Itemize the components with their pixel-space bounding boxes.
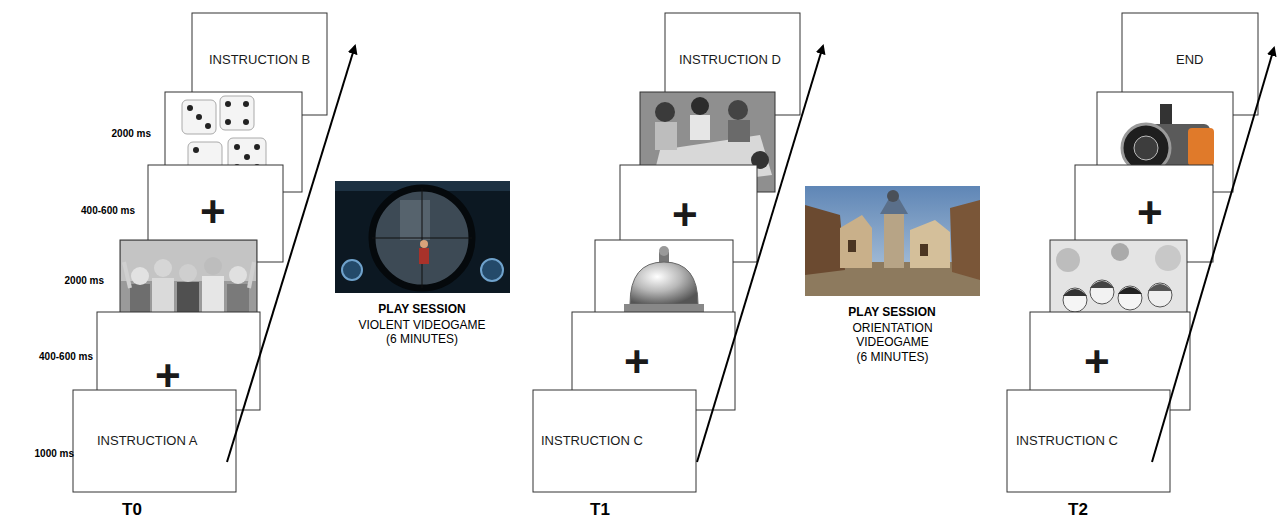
slide-frame: [533, 390, 696, 492]
fixation-cross: +: [624, 340, 650, 384]
time-axis-arrow: [697, 46, 823, 462]
session-title: PLAY SESSION: [822, 305, 962, 319]
time-point-label: T2: [1058, 500, 1098, 520]
time-point-label: T1: [580, 500, 620, 520]
slide-box: +: [97, 312, 260, 410]
fixation-cross: +: [1084, 340, 1110, 384]
slide-text: INSTRUCTION C: [541, 434, 643, 449]
slide-frame: [1007, 390, 1170, 492]
timing-label: 400-600 ms: [13, 351, 93, 363]
timing-label: 1000 ms: [4, 448, 74, 460]
slide-text: INSTRUCTION D: [679, 53, 781, 68]
slide-box: +: [620, 165, 757, 262]
violent-game-screenshot: [335, 181, 510, 293]
slide-text: INSTRUCTION C: [1016, 434, 1118, 449]
time-point-label: T0: [112, 500, 152, 520]
slide-text: END: [1176, 53, 1203, 68]
fixation-cross: +: [1137, 191, 1163, 235]
session-description: ORIENTATION VIDEOGAME (6 MINUTES): [850, 321, 935, 364]
slide-box: +: [148, 165, 283, 262]
orientation-game-screenshot: [805, 186, 980, 296]
slide-box: INSTRUCTION C: [533, 390, 696, 492]
slide-text: INSTRUCTION A: [97, 434, 197, 449]
fixation-cross: +: [200, 190, 226, 234]
slide-frame: [73, 390, 236, 492]
session-title: PLAY SESSION: [352, 302, 492, 316]
slide-text: INSTRUCTION B: [209, 53, 310, 68]
slide-box: +: [572, 312, 735, 410]
session-description: VIOLENT VIDEOGAME (6 MINUTES): [354, 318, 490, 347]
slide-box: INSTRUCTION B: [192, 13, 327, 115]
fixation-cross: +: [155, 354, 181, 398]
time-axis-arrow: [1152, 48, 1274, 462]
timing-label: 400-600 ms: [55, 205, 135, 217]
slide-box: INSTRUCTION C: [1007, 390, 1170, 492]
time-axis-arrow: [227, 46, 355, 462]
slide-box: END: [1122, 13, 1258, 115]
slide-box: +: [1030, 312, 1190, 410]
slide-box: INSTRUCTION D: [665, 13, 800, 115]
timing-label: 2000 ms: [34, 275, 104, 287]
fixation-cross: +: [672, 193, 698, 237]
slide-box: +: [1075, 165, 1213, 262]
slide-box: INSTRUCTION A: [73, 390, 236, 492]
timing-label: 2000 ms: [81, 128, 151, 140]
